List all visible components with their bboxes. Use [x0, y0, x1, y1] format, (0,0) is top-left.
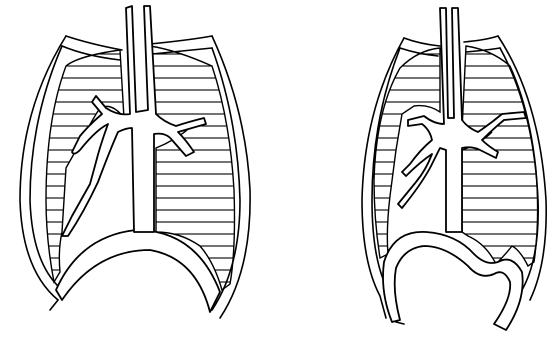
left-chest-diagram: [20, 6, 250, 318]
right-lung-hatched-2: [460, 40, 545, 280]
right-chest-diagram: [362, 8, 546, 330]
